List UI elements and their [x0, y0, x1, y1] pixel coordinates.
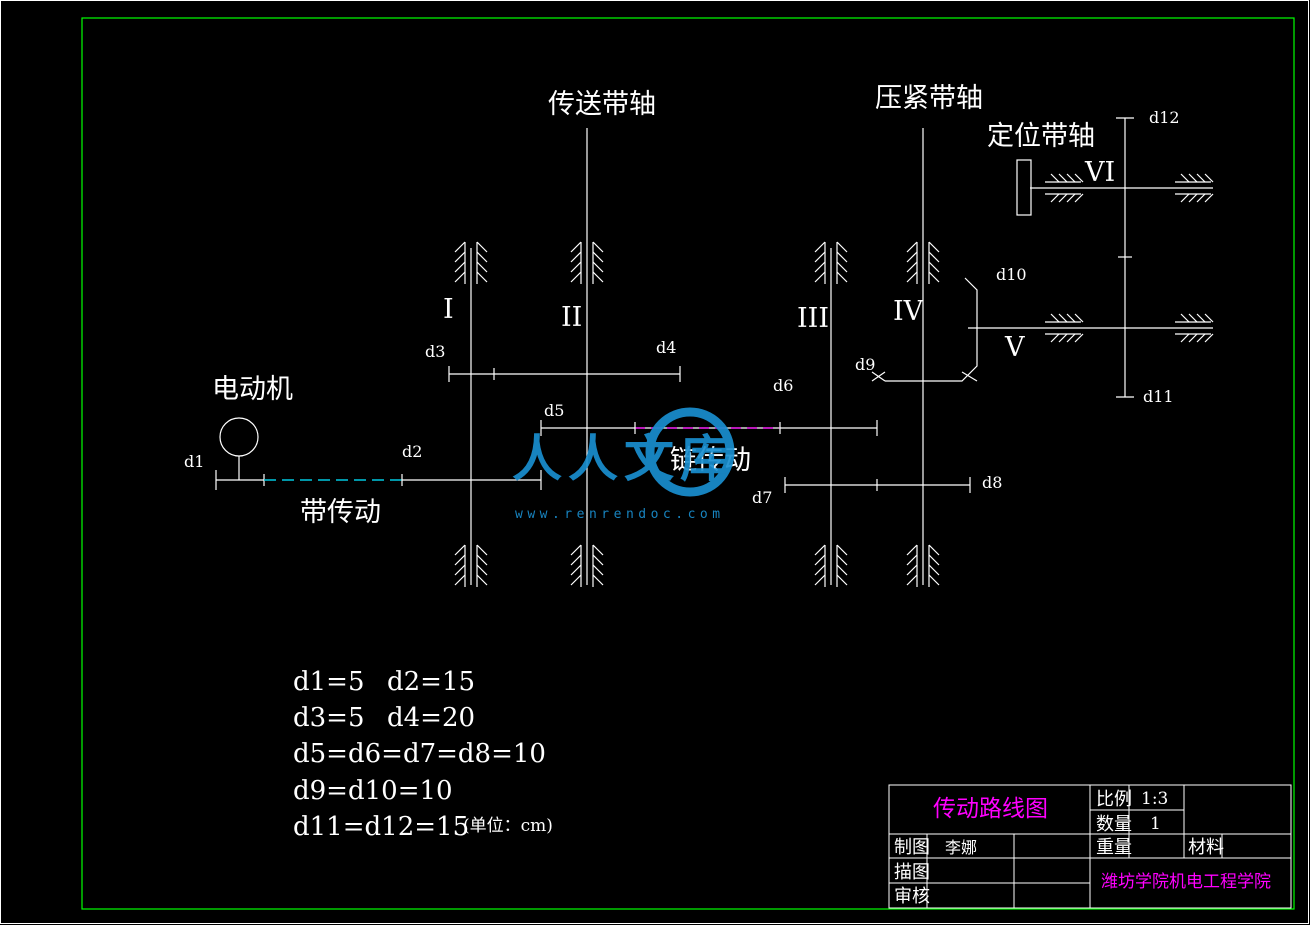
drawn-by: 李娜 [945, 838, 977, 857]
scale-value: 1:3 [1141, 789, 1168, 809]
watermark: 人人文库 www.renrendoc.com [512, 407, 736, 522]
motor-symbol [219, 417, 259, 457]
dim-d12: d12 [1149, 108, 1180, 127]
traced-label: 描图 [894, 862, 930, 883]
drawing-name: 传动路线图 [933, 796, 1048, 822]
chain-drive-label: 链传动 [670, 445, 751, 476]
bevel-gear-d9-d10 [885, 277, 978, 382]
conveyor-shaft-label: 传送带轴 [548, 89, 656, 120]
qty-value: 1 [1150, 814, 1161, 834]
sheet-border [81, 17, 1295, 910]
drawn-label: 制图 [894, 837, 930, 858]
watermark-logo-icon [645, 407, 735, 497]
shaft-roman-II: II [561, 302, 582, 333]
shaft-roman-IV: IV [893, 296, 924, 327]
dim-d7: d7 [752, 488, 772, 507]
checked-label: 审核 [894, 886, 930, 907]
scale-label: 比例 [1096, 789, 1132, 810]
dim-d2: d2 [402, 442, 422, 461]
watermark-url: www.renrendoc.com [515, 507, 725, 522]
dim-d11: d11 [1143, 387, 1174, 406]
press-shaft-label: 压紧带轴 [875, 83, 983, 114]
note-d2: d2=15 [387, 667, 475, 697]
dim-d6: d6 [773, 376, 793, 395]
note-d4: d4=20 [387, 703, 475, 733]
note-d9-d10: d9=d10=10 [293, 776, 453, 806]
dim-d9: d9 [855, 355, 875, 374]
note-d3: d3=5 [293, 703, 365, 733]
note-d1: d1=5 [293, 667, 365, 697]
shaft-roman-III: III [797, 303, 829, 334]
watermark-text: 人人文库 [512, 430, 736, 488]
title-block [888, 784, 1292, 909]
note-d11-d12: d11=d12=15 [293, 812, 469, 842]
dim-d8: d8 [982, 473, 1002, 492]
qty-label: 数量 [1096, 814, 1132, 835]
motor-label: 电动机 [212, 374, 293, 405]
shaft-roman-I: I [443, 294, 454, 325]
shaft-roman-V: V [1004, 332, 1025, 363]
institution: 潍坊学院机电工程学院 [1101, 872, 1271, 892]
positioning-roller [1016, 159, 1032, 216]
bearing-icon [1044, 173, 1214, 343]
dim-d4: d4 [656, 338, 676, 357]
positioning-shaft-label: 定位带轴 [987, 121, 1095, 152]
dim-d5: d5 [544, 401, 564, 420]
belt-drive-label: 带传动 [300, 497, 381, 528]
material-label: 材料 [1188, 837, 1224, 858]
dim-d1: d1 [184, 452, 204, 471]
unit-note: (单位：cm) [463, 816, 553, 836]
note-d5-d8: d5=d6=d7=d8=10 [293, 739, 546, 769]
shaft-roman-VI: VI [1084, 157, 1115, 188]
dim-d10: d10 [996, 265, 1027, 284]
dim-d3: d3 [425, 342, 445, 361]
weight-label: 重量 [1096, 837, 1132, 858]
